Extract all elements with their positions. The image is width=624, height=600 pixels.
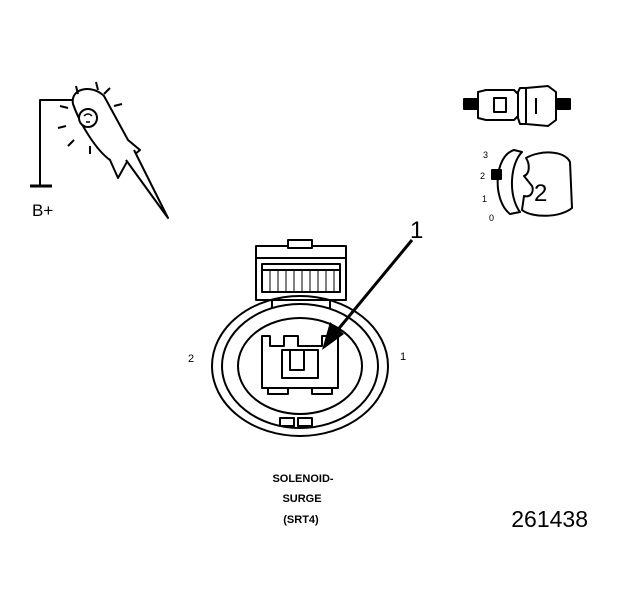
light-rays-icon <box>57 81 123 154</box>
caption-line-3: (SRT4) <box>283 514 319 526</box>
connector-face <box>211 239 389 437</box>
caption-line-2: SURGE <box>282 493 321 505</box>
scale-label-1: 1 <box>482 194 487 204</box>
terminal-position-icon <box>491 149 573 217</box>
pin-label-2: 2 <box>188 353 194 365</box>
test-light-probe <box>30 81 169 219</box>
connector-outer-shell <box>211 295 389 437</box>
figure-number: 261438 <box>511 506 588 532</box>
scale-label-3: 3 <box>483 150 488 160</box>
callout-arrow-1 <box>322 239 414 350</box>
probe-needle <box>125 149 169 219</box>
scale-label-0: 0 <box>489 213 494 223</box>
terminal-lock <box>521 151 573 217</box>
probe-bulb <box>78 108 98 128</box>
pin-label-1: 1 <box>400 351 406 363</box>
caption-line-1: SOLENOID- <box>272 473 333 485</box>
probe-lead-wire <box>39 99 76 186</box>
callout-number-1: 1 <box>410 217 423 244</box>
b-plus-label: B+ <box>32 201 53 220</box>
scale-label-2: 2 <box>480 171 485 181</box>
terminal-mating-icon <box>463 85 571 127</box>
terminal-disc <box>496 149 523 215</box>
inset-callout-2: 2 <box>534 180 547 207</box>
